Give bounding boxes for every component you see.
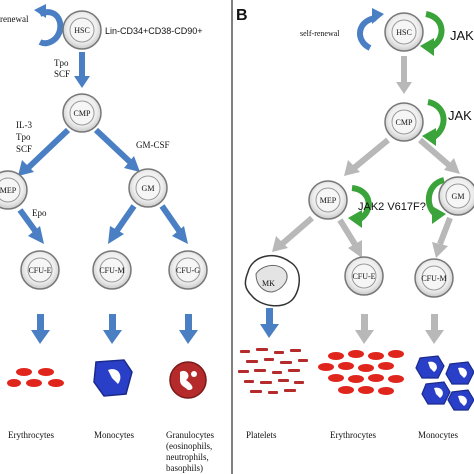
jak-arrowhead-mid (422, 128, 436, 146)
panel-b: B self-renewal JAK HSC CMP JAK (236, 7, 474, 440)
cmp-label-b: CMP (396, 118, 413, 127)
arrow-cmp-mep-b (344, 137, 390, 176)
erythrocytes-label-a: Erythrocytes (8, 430, 54, 440)
arrow-cfug-gran-a (179, 314, 198, 344)
il3-label: IL-3 (16, 120, 32, 130)
mk-cell-b: MK (244, 254, 300, 307)
cfum-cell-a: CFU-M (92, 250, 132, 290)
self-renewal-label-b: self-renewal (300, 29, 340, 38)
arrow-mk-platelets-b (260, 308, 279, 338)
monocytes-label-b: Monocytes (418, 430, 458, 440)
gmcsf-label: GM-CSF (136, 140, 170, 150)
panel-b-letter: B (236, 7, 248, 24)
mep-label-a: MEP (0, 186, 17, 195)
hsc-cell-b: HSC (384, 12, 424, 52)
cfum-label-a: CFU-M (99, 266, 124, 275)
hsc-label-b: HSC (396, 28, 412, 37)
self-renewal-arrow-a (38, 9, 64, 47)
mep-cell-b: MEP (308, 180, 348, 220)
granulocytes-detail-1: (eosinophils, (166, 441, 212, 451)
arrow-hsc-cmp-a (74, 52, 90, 88)
arrow-cmp-mep-a (18, 127, 71, 176)
erythrocytes-label-b: Erythrocytes (330, 430, 376, 440)
cmp-label-a: CMP (74, 109, 91, 118)
gm-cell-a: GM (128, 168, 168, 208)
monocyte-b-4 (447, 389, 474, 411)
arrow-cfum-mono-a (103, 314, 122, 344)
gm-label-b: GM (452, 192, 465, 201)
self-renewal-arrow-b (357, 15, 377, 51)
gm-label-a: GM (142, 184, 155, 193)
cmp-cell-a: CMP (62, 93, 102, 133)
cfue-label-b: CFU-E (352, 272, 375, 281)
scf-label-2: SCF (16, 144, 32, 154)
monocytes-cluster-b (415, 355, 474, 411)
jak-label-top: JAK (450, 28, 474, 43)
mep-cell-a: MEP (0, 170, 28, 210)
self-renewal-label-a: renewal (0, 14, 29, 24)
cfue-label-a: CFU-E (28, 266, 51, 275)
platelets-cluster-b (238, 348, 308, 394)
jak-arrowhead-top (420, 38, 434, 56)
monocyte-b-3 (421, 381, 451, 405)
monocyte-cell-a (93, 359, 133, 397)
gm-cell-b: GM (438, 176, 474, 216)
jak2-arrowhead-mep (348, 210, 362, 228)
self-renewal-arrowhead-b (372, 8, 384, 24)
hsc-cell-a: HSC (62, 10, 102, 50)
granulocytes-label-a: Granulocytes (166, 430, 214, 440)
scf-label: SCF (54, 69, 70, 79)
panel-a: renewal HSC Lin-CD34+CD38-CD90+ Tpo SCF … (0, 4, 214, 473)
monocyte-b-1 (415, 355, 445, 379)
hsc-markers-label: Lin-CD34+CD38-CD90+ (105, 26, 203, 36)
cfug-cell-a: CFU-G (168, 250, 208, 290)
hsc-label-a: HSC (74, 26, 90, 35)
arrow-cfum-mono-b (425, 314, 444, 344)
monocytes-label-a: Monocytes (94, 430, 134, 440)
cfug-label-a: CFU-G (176, 266, 200, 275)
cfue-cell-a: CFU-E (20, 250, 60, 290)
arrow-gm-cfug-a (159, 204, 188, 244)
mk-label: MK (262, 279, 275, 288)
cmp-cell-b: CMP (384, 102, 424, 142)
monocyte-b-2 (445, 361, 474, 385)
tpo-label: Tpo (54, 58, 69, 68)
jak-arrowhead-gm (432, 206, 446, 224)
cfum-label-b: CFU-M (421, 274, 446, 283)
arrow-cmp-gm-b (418, 137, 460, 174)
tpo-label-2: Tpo (16, 132, 31, 142)
self-renewal-arrowhead-a (34, 4, 46, 18)
arrow-gm-cfum-a (108, 204, 137, 244)
granulocyte-cell-a (169, 361, 207, 399)
mep-label-b: MEP (320, 196, 337, 205)
arrow-mep-cfue-a (17, 208, 44, 244)
epo-label: Epo (32, 208, 47, 218)
arrow-mep-mk-b (272, 215, 314, 252)
granulocytes-detail-3: basophils) (166, 463, 203, 473)
jak2-v617f-label: JAK2 V617F? (358, 201, 426, 213)
granulocytes-detail-2: neutrophils, (166, 452, 209, 462)
platelets-label-b: Platelets (246, 430, 277, 440)
arrow-cfue-ery-a (31, 314, 50, 344)
cfue-cell-b: CFU-E (344, 256, 384, 296)
erythrocytes-cluster-a (7, 368, 64, 387)
arrow-mep-cfue-b (337, 218, 362, 258)
arrow-gm-cfum-b (432, 216, 453, 258)
arrow-hsc-cmp-b (396, 56, 412, 94)
erythrocytes-cluster-b (318, 350, 404, 395)
cfum-cell-b: CFU-M (414, 258, 454, 298)
arrow-cfue-ery-b (355, 314, 374, 344)
jak-label-mid: JAK (448, 108, 472, 123)
arrow-cmp-gm-a (93, 127, 140, 172)
